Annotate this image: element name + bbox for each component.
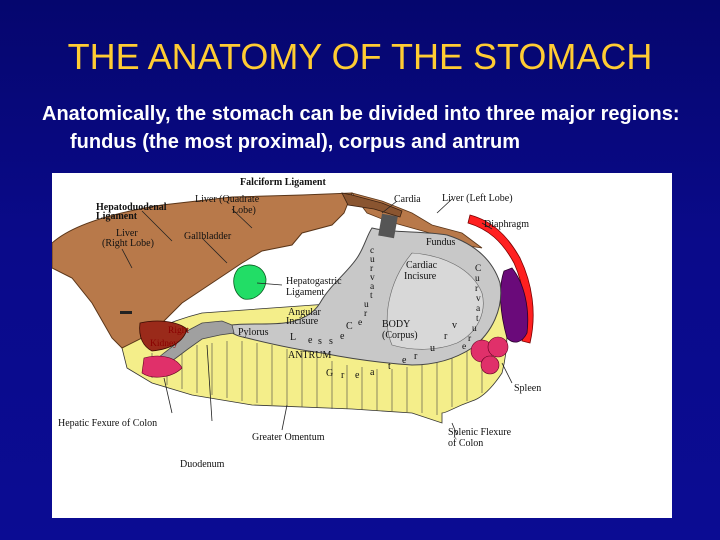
label-greater-curvature: G r e a t e r bbox=[326, 351, 418, 381]
label-diaphragm: Diaphragm bbox=[484, 219, 529, 230]
svg-text:r: r bbox=[414, 351, 418, 362]
svg-text:v: v bbox=[370, 273, 375, 283]
label-body: BODY bbox=[382, 319, 410, 330]
label-duodenum: Duodenum bbox=[180, 459, 225, 470]
label-cardiac-incisure-line2: Incisure bbox=[404, 271, 437, 282]
svg-text:s: s bbox=[329, 336, 333, 347]
svg-text:e: e bbox=[358, 318, 362, 328]
svg-text:C: C bbox=[475, 264, 481, 274]
svg-text:r: r bbox=[468, 334, 472, 344]
svg-text:r: r bbox=[341, 370, 345, 381]
label-liver-right-line2: (Right Lobe) bbox=[102, 238, 154, 249]
label-right-kidney-line2: Kidney bbox=[150, 339, 178, 349]
stomach-corpus-shape bbox=[386, 252, 484, 350]
label-hepatoduodenal-line1: Hepatoduodenal bbox=[96, 202, 167, 213]
label-curvature-body: C u r v bbox=[346, 320, 457, 354]
svg-text:G: G bbox=[326, 368, 333, 379]
label-lesser-curvature-horizontal: L e s s e bbox=[290, 331, 345, 347]
right-kidney-shape bbox=[139, 320, 188, 352]
label-right-kidney-line1: Right bbox=[168, 326, 189, 336]
label-cardiac-incisure-line1: Cardiac bbox=[406, 260, 438, 271]
svg-text:r: r bbox=[370, 264, 374, 274]
label-hepatoduodenal-line2: Ligament bbox=[96, 211, 138, 222]
svg-text:u: u bbox=[430, 343, 435, 354]
svg-text:e: e bbox=[355, 370, 360, 381]
label-cardia: Cardia bbox=[394, 194, 421, 205]
svg-text:u: u bbox=[370, 255, 375, 265]
svg-text:u: u bbox=[364, 300, 369, 310]
svg-text:c: c bbox=[370, 246, 374, 256]
label-angular-incisure-line2: Incisure bbox=[286, 316, 319, 327]
label-greater-omentum: Greater Omentum bbox=[252, 432, 325, 443]
svg-text:v: v bbox=[452, 320, 457, 331]
svg-text:t: t bbox=[388, 361, 391, 372]
label-angular-incisure-line1: Angular bbox=[288, 307, 321, 318]
svg-text:a: a bbox=[476, 304, 481, 314]
svg-text:C: C bbox=[346, 321, 353, 332]
svg-text:e: e bbox=[402, 355, 407, 366]
svg-text:L: L bbox=[290, 332, 296, 343]
label-antrum: ANTRUM bbox=[288, 350, 331, 361]
leader-lines bbox=[121, 198, 513, 436]
slide-title: THE ANATOMY OF THE STOMACH bbox=[67, 36, 653, 77]
omentum-folds bbox=[151, 323, 483, 415]
hepatoduodenal-mark bbox=[120, 311, 132, 314]
svg-text:a: a bbox=[370, 367, 375, 378]
svg-text:e: e bbox=[308, 335, 313, 346]
stomach-anatomy-diagram: Falciform Ligament Hepatoduodenal Ligame… bbox=[52, 177, 541, 470]
label-gallbladder: Gallbladder bbox=[184, 231, 232, 242]
label-hepatogastric-line1: Hepatogastric bbox=[286, 276, 342, 287]
svg-text:r: r bbox=[444, 331, 448, 342]
svg-text:r: r bbox=[364, 309, 368, 319]
label-lesser-curvature-vertical: c u r v a t u r e bbox=[358, 246, 375, 328]
splenic-flexure-shape bbox=[470, 336, 509, 375]
label-fundus: Fundus bbox=[426, 237, 456, 248]
label-hepatogastric-line2: Ligament bbox=[286, 287, 325, 298]
svg-text:v: v bbox=[476, 294, 481, 304]
label-body-corpus: (Corpus) bbox=[382, 330, 418, 341]
stomach-anatomy-figure: Falciform Ligament Hepatoduodenal Ligame… bbox=[52, 173, 672, 518]
hepatic-flexure-shape bbox=[141, 355, 183, 378]
svg-text:t: t bbox=[476, 314, 479, 324]
svg-text:t: t bbox=[370, 291, 373, 301]
svg-text:u: u bbox=[472, 324, 477, 334]
label-spleen: Spleen bbox=[514, 383, 541, 394]
label-pylorus: Pylorus bbox=[238, 327, 269, 338]
svg-text:e: e bbox=[340, 331, 345, 342]
label-splenic-flexure-line1: Splenic Flexure bbox=[448, 427, 512, 438]
svg-text:a: a bbox=[370, 282, 375, 292]
cardia-shape bbox=[378, 213, 398, 239]
svg-text:s: s bbox=[318, 336, 322, 347]
slide-body-text: Anatomically, the stomach can be divided… bbox=[42, 103, 680, 153]
label-liver-left-lobe: Liver (Left Lobe) bbox=[442, 193, 513, 204]
svg-text:u: u bbox=[475, 274, 480, 284]
label-falciform-ligament: Falciform Ligament bbox=[240, 177, 326, 188]
svg-text:e: e bbox=[462, 342, 466, 352]
label-liver-quadrate-line2: Lobe) bbox=[232, 205, 256, 216]
label-curvature-right-vertical: C u r v a t u r e bbox=[462, 264, 481, 352]
label-liver-quadrate-line1: Liver (Quadrate bbox=[195, 194, 260, 205]
label-hepatic-flexure: Hepatic Fexure of Colon bbox=[58, 418, 157, 429]
label-liver-right-line1: Liver bbox=[116, 228, 138, 239]
label-splenic-flexure-line2: of Colon bbox=[448, 438, 483, 449]
svg-text:r: r bbox=[475, 284, 479, 294]
falciform-ligament-shape bbox=[341, 192, 403, 218]
gallbladder-shape bbox=[233, 264, 267, 300]
